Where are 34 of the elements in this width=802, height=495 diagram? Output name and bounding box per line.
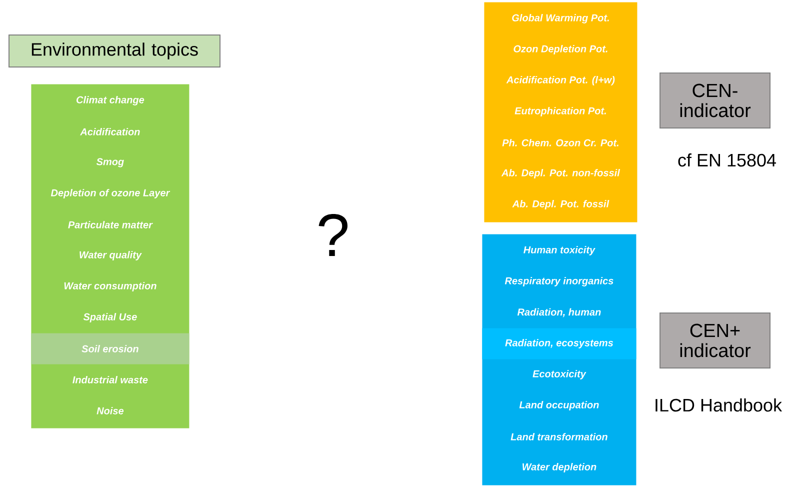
list-panel	[31, 84, 190, 428]
list-item: Water depletion	[522, 463, 596, 472]
source-note: cf EN 15804	[678, 153, 776, 167]
list-item: Spatial Use	[83, 313, 137, 322]
list-item: Land transformation	[510, 433, 608, 440]
list-item: Respiratory inorganics	[504, 277, 614, 286]
list-item: Water quality	[80, 251, 142, 260]
list-item: Ecotoxicity	[532, 370, 586, 380]
list-item: Acidification	[80, 128, 140, 136]
list-item: Particulate matter	[68, 221, 153, 228]
title-box: Environmental topics	[8, 34, 220, 68]
list-item: Human toxicity	[524, 246, 596, 256]
source-note: ILCD Handbook	[656, 398, 782, 412]
list-item: Ozon Depletion Pot.	[514, 45, 608, 54]
list-item: Radiation, ecosystems	[482, 328, 636, 360]
title-box: CEN+ indicator	[660, 312, 770, 368]
list-item: Water consumption	[64, 282, 156, 292]
list-item: Climat change	[76, 96, 144, 106]
question-mark: ?	[318, 214, 348, 256]
list-item: Ab. Depl. Pot. non-fossil	[501, 169, 620, 178]
list-item: Eutrophication Pot.	[514, 107, 606, 116]
list-item: Ab. Depl. Pot. fossil	[512, 200, 610, 210]
list-item: Soil erosion	[31, 333, 190, 364]
list-item: Global Warming Pot.	[512, 14, 609, 24]
list-item: Ph. Chem. Ozon Cr. Pot.	[502, 139, 618, 146]
title-box: CEN- indicator	[660, 72, 770, 128]
list-item: Industrial waste	[72, 376, 148, 384]
list-item: Land occupation	[519, 401, 599, 410]
list-item: Acidification Pot. (l+w)	[506, 76, 615, 86]
list-item: Noise	[96, 407, 124, 414]
list-panel	[484, 2, 638, 222]
list-item: Depletion of ozone Layer	[50, 189, 170, 198]
list-item: Radiation, human	[517, 308, 601, 318]
list-item: Smog	[96, 158, 124, 168]
